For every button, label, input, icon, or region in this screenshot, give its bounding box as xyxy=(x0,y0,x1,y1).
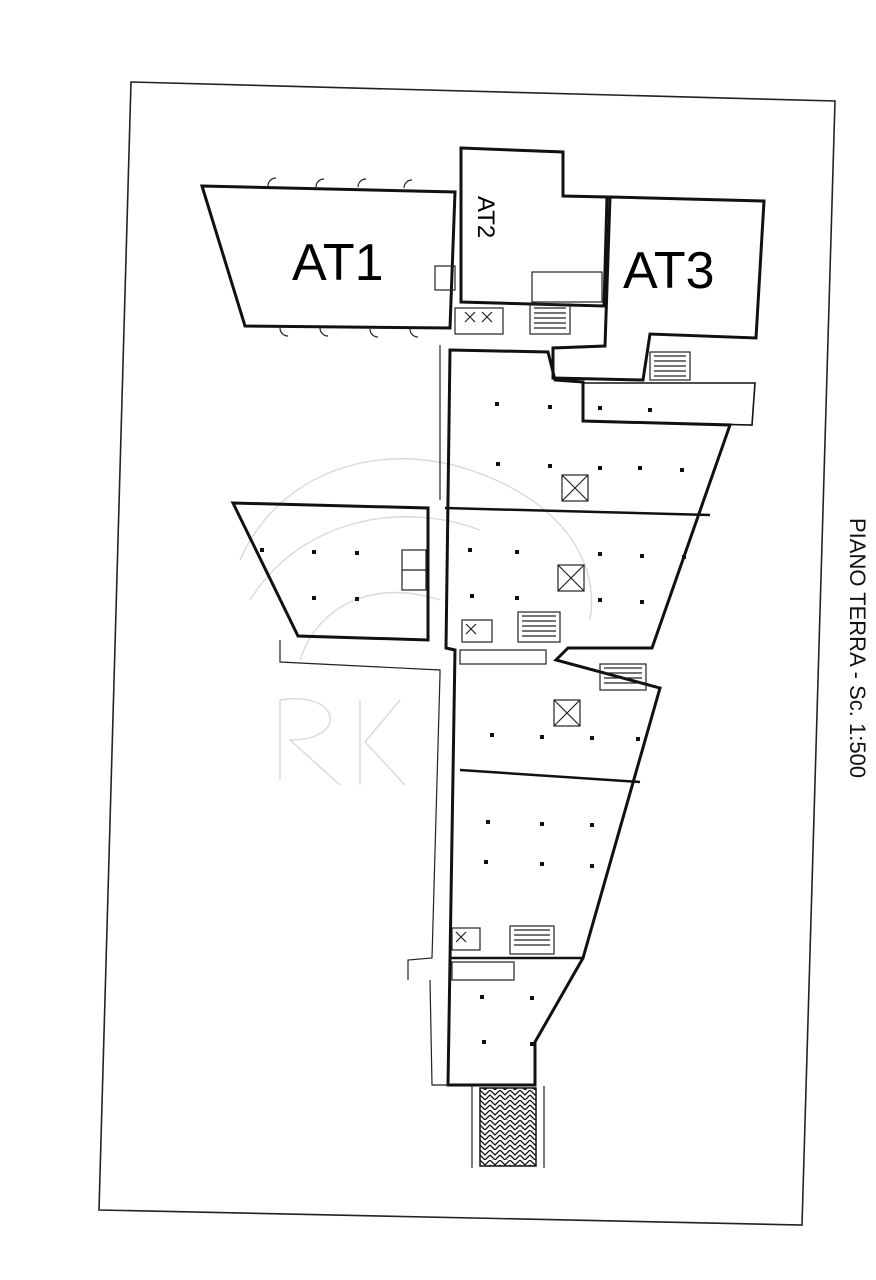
zone-at3-label: AT3 xyxy=(623,242,715,300)
service-core-north xyxy=(434,265,571,335)
column-grid xyxy=(260,402,686,1046)
west-annex-outline xyxy=(230,501,430,642)
at3-stair xyxy=(649,351,691,381)
canopy-strip xyxy=(582,382,756,426)
ramp-rails xyxy=(471,1086,545,1168)
sheet-title: PIANO TERRA - Sc. 1:500 xyxy=(845,518,870,778)
zone-at1-label: AT1 xyxy=(292,234,384,292)
void-boxes xyxy=(553,474,589,727)
west-annex-wc xyxy=(401,549,427,591)
internal-walls xyxy=(444,506,711,960)
zone-at2-outline xyxy=(459,146,609,308)
zone-at1-outline xyxy=(199,184,457,330)
sheet-frame xyxy=(98,81,836,1226)
at1-doors xyxy=(267,177,419,338)
west-corridor xyxy=(279,345,448,1086)
zone-at3-outline xyxy=(551,195,766,382)
at2-stair-hatch xyxy=(531,271,603,303)
zone-at2-label: AT2 xyxy=(472,196,499,238)
service-core-south xyxy=(451,925,555,981)
main-building-outline xyxy=(444,348,733,1087)
entrance-ramp xyxy=(479,1087,537,1167)
service-core-mid xyxy=(459,611,647,691)
